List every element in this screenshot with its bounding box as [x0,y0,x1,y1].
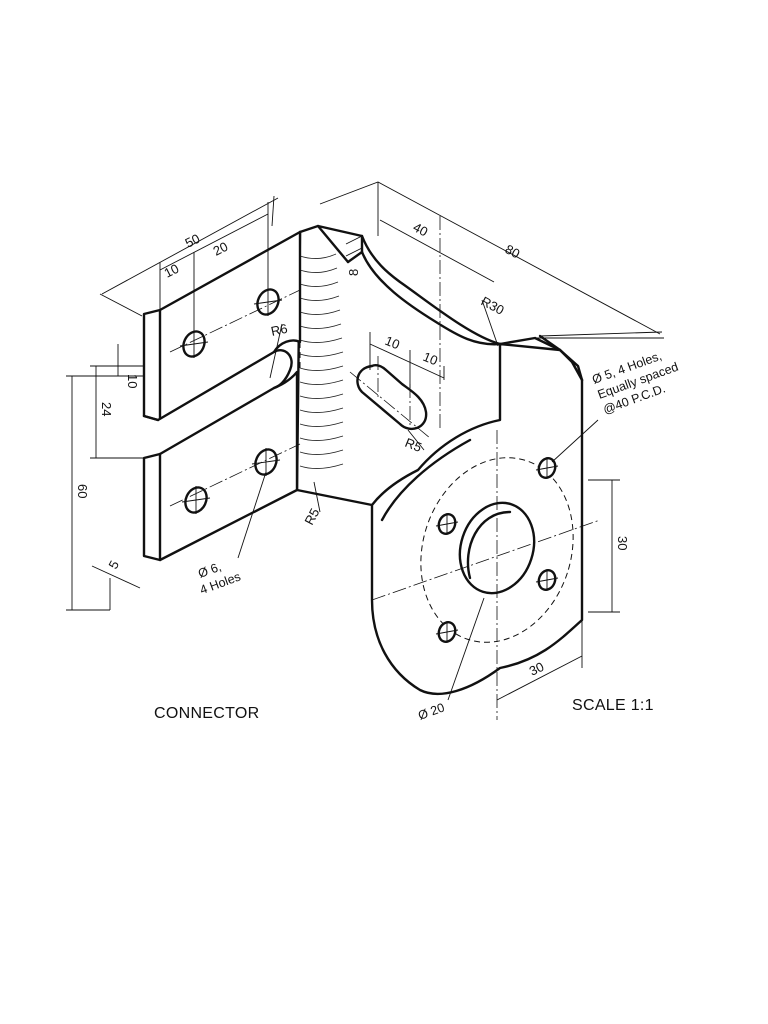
dim-20-top: 20 [211,239,231,259]
plate-thickness-edge [316,224,364,264]
drawing-scale: SCALE 1:1 [572,697,654,714]
arm-hole-3 [181,486,211,514]
dim-50: 50 [183,231,203,251]
dim-30-vertical: 30 [615,536,630,550]
dim-24: 24 [99,402,114,416]
dim-8: 8 [346,269,361,276]
slot-dim-10b: 10 [421,349,440,368]
arm-hole-4 [251,448,281,476]
radius-r30: R30 [479,293,507,317]
pcd-circle [420,457,574,643]
slot-centerline [349,371,431,439]
flange [370,216,601,720]
dim-10-left: 10 [125,374,140,388]
note-bore-diameter: Ø 20 [416,700,446,722]
radius-r5-bend: R5 [301,506,322,528]
radius-r5-slot: R5 [403,435,424,455]
drawing-title: CONNECTOR [154,705,260,722]
flange-hole-4 [435,621,459,643]
radius-r6: R6 [270,321,289,339]
back-plate-slot [356,364,428,431]
cutout-inner-edge [346,250,502,346]
flange-back-edge [380,438,472,522]
dim-40: 40 [411,219,431,239]
dim-80: 80 [503,241,523,261]
flange-hole-1 [535,457,559,479]
fork-arms [142,230,302,562]
flange-hole-2 [435,513,459,535]
dim-5: 5 [105,558,122,571]
arm-slot-end [272,349,293,390]
slot-dim-10a: 10 [383,333,402,352]
bore-inner [466,510,512,580]
dim-60: 60 [75,484,90,498]
dimension-lines [66,181,664,701]
dim-30-horizontal: 30 [527,659,547,679]
flange-hole-3 [535,569,559,591]
dim-10-top: 10 [162,261,182,281]
upper-arm [142,230,302,422]
bend-shading [299,253,344,469]
